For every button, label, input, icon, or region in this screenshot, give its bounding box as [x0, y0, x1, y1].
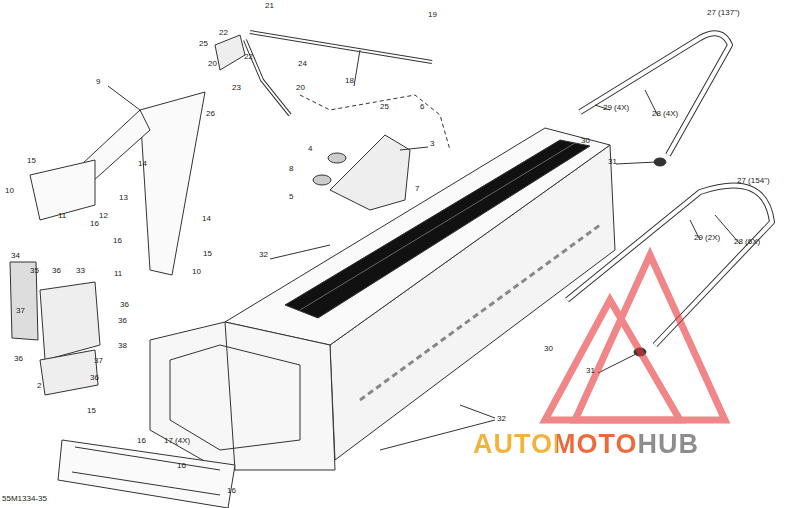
callout-number: 33 [76, 266, 85, 275]
callout-number: 25 [199, 39, 208, 48]
callout-number: 16 [177, 461, 186, 470]
callout-number: 26 [206, 109, 215, 118]
callout-number: 29 (2X) [694, 233, 720, 242]
callout-number: 31 [608, 157, 617, 166]
callout-number: 24 [298, 59, 307, 68]
callout-number: 8 [289, 164, 293, 173]
callout-number: 16 [227, 486, 236, 495]
callout-number: 36 [14, 354, 23, 363]
callout-number: 2 [37, 381, 41, 390]
callout-number: 16 [113, 236, 122, 245]
callout-number: 35 [30, 266, 39, 275]
callout-number: 14 [138, 159, 147, 168]
callout-number: 28 (6X) [734, 237, 760, 246]
callout-number: 10 [5, 186, 14, 195]
callout-number: 37 [94, 356, 103, 365]
callout-number: 11 [114, 269, 122, 278]
drawing-number: 55M1334-35 [2, 494, 47, 503]
callout-number: 25 [380, 102, 389, 111]
callout-number: 36 [118, 316, 127, 325]
callout-number: 3 [430, 139, 434, 148]
callout-number: 14 [202, 214, 211, 223]
callout-number: 12 [99, 211, 108, 220]
callout-number: 27 (137") [707, 8, 740, 17]
callout-number: 16 [90, 219, 99, 228]
callout-number: 30 [581, 136, 590, 145]
callout-number: 21 [265, 1, 274, 10]
callout-number: 13 [119, 193, 128, 202]
callout-number: 22 [219, 28, 228, 37]
callout-number: 10 [192, 267, 201, 276]
callout-number: 15 [27, 156, 36, 165]
callout-number: 20 [296, 83, 305, 92]
callout-number: 36 [52, 266, 61, 275]
callout-number: 27 (154") [737, 176, 770, 185]
callout-number: 36 [120, 300, 129, 309]
callout-number: 15 [87, 406, 96, 415]
callout-number: 9 [96, 77, 100, 86]
callout-number: 18 [345, 76, 354, 85]
callout-number: 16 [137, 436, 146, 445]
watermark: AUTOMOTOHUB [473, 429, 699, 459]
callout-number: 22 [244, 52, 253, 61]
callout-number: 32 [259, 250, 268, 259]
callout-number: 23 [232, 83, 241, 92]
callout-number: 20 [208, 59, 217, 68]
callout-number: 28 (4X) [652, 109, 678, 118]
callout-number: 37 [16, 306, 25, 315]
callout-number: 36 [90, 373, 99, 382]
callout-number: 32 [497, 414, 506, 423]
callout-number: 29 (4X) [603, 103, 629, 112]
callout-number: 4 [308, 144, 312, 153]
callout-number: 11 [58, 211, 66, 220]
callout-number: 15 [203, 249, 212, 258]
callout-number: 38 [118, 341, 127, 350]
callout-number: 19 [428, 10, 437, 19]
callout-number: 34 [11, 251, 20, 260]
callout-number: 7 [415, 184, 419, 193]
callout-number: 31 [586, 366, 595, 375]
callout-number: 6 [420, 102, 424, 111]
callout-number: 5 [289, 192, 293, 201]
callout-number: 30 [544, 344, 553, 353]
callout-number: 17 (4X) [164, 436, 190, 445]
